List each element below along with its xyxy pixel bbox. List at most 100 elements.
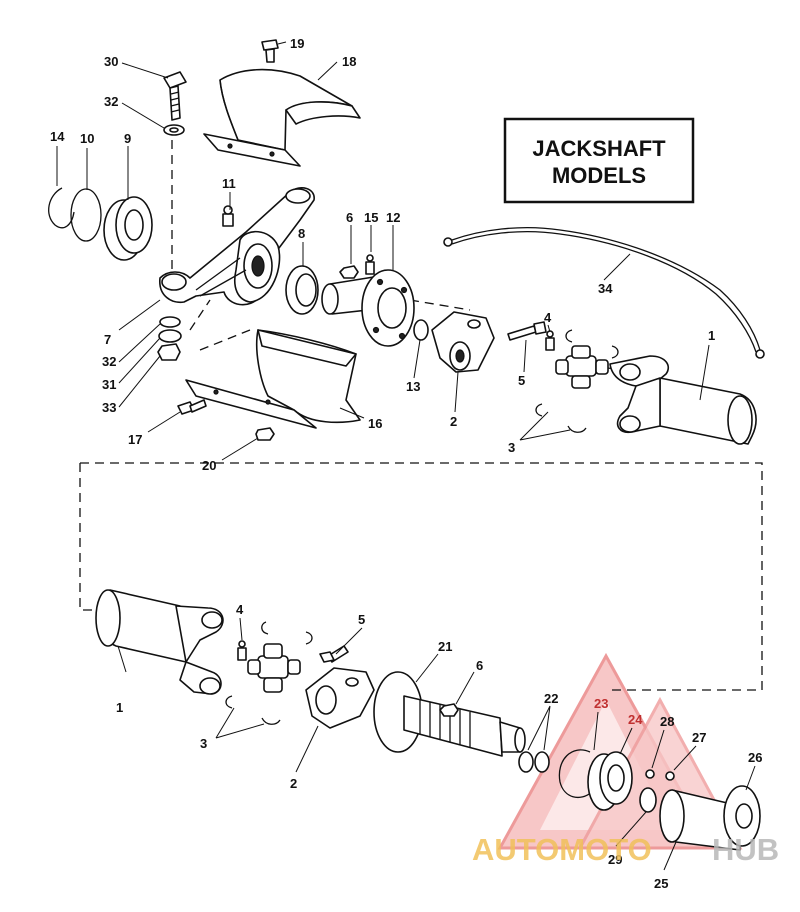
housing-25 [659, 789, 741, 851]
callout-2b: 2 [290, 776, 297, 791]
center-dash-bracket [189, 299, 251, 351]
callout-2a: 2 [450, 414, 457, 429]
callout-29: 29 [608, 852, 622, 867]
clip-3a4 [567, 425, 587, 433]
callout-11: 11 [222, 176, 236, 191]
callout-32a: 32 [104, 94, 118, 109]
callout-23: 23 [594, 696, 608, 711]
ujoint-3b [247, 643, 301, 693]
callout-4b: 4 [236, 602, 244, 617]
ujoint-3a [555, 345, 609, 389]
clip-3a3 [535, 403, 543, 417]
callout-labels: 30 19 18 32 14 10 9 11 6 15 12 8 34 4 1 … [50, 36, 762, 891]
connection-dash-left [79, 463, 110, 611]
callout-8: 8 [298, 226, 305, 241]
callout-16: 16 [368, 416, 382, 431]
callout-28: 28 [660, 714, 674, 729]
bolt-17 [177, 399, 207, 415]
title-box: JACKSHAFT MODELS [503, 117, 695, 204]
bearing-9 [103, 196, 153, 261]
callout-27: 27 [692, 730, 706, 745]
callout-34: 34 [598, 281, 613, 296]
washer-31 [158, 329, 182, 343]
callout-30: 30 [104, 54, 118, 69]
callout-5a: 5 [518, 373, 525, 388]
fitting-4a [545, 330, 555, 351]
watermark-text: AUTOMOTO HUB [472, 832, 779, 867]
oring-22a [518, 751, 534, 773]
bearing-24 [587, 751, 633, 811]
callout-19: 19 [290, 36, 304, 51]
clip-3b1 [261, 621, 269, 635]
callout-17: 17 [128, 432, 142, 447]
title-line-2: MODELS [552, 163, 646, 188]
callout-31: 31 [102, 377, 116, 392]
snap-ring-23 [558, 749, 593, 799]
callout-22: 22 [544, 691, 558, 706]
snap-ring-10 [70, 188, 102, 242]
clip-3a2 [611, 345, 619, 359]
callout-21: 21 [438, 639, 452, 654]
clip-3a1 [565, 329, 573, 343]
callout-14: 14 [50, 129, 65, 144]
part-27 [665, 771, 675, 781]
bolt-30 [163, 71, 187, 121]
housing-7 [159, 187, 315, 306]
fitting-4b [237, 640, 247, 661]
callout-1b: 1 [116, 700, 123, 715]
callout-9: 9 [124, 131, 131, 146]
nut-20 [255, 427, 275, 441]
callout-20: 20 [202, 458, 216, 473]
leader-lines [56, 41, 756, 871]
callout-10: 10 [80, 131, 94, 146]
nut-33 [157, 343, 181, 361]
yoke-2a [431, 311, 495, 373]
callout-6b: 6 [476, 658, 483, 673]
watermark-hub: HUB [712, 832, 779, 867]
callout-32b: 32 [102, 354, 116, 369]
oring-13 [413, 319, 429, 341]
fitting-15 [365, 254, 375, 275]
yoke-2b [305, 667, 375, 729]
callout-15: 15 [364, 210, 378, 225]
hub-12 [321, 269, 415, 347]
callout-3a: 3 [508, 440, 515, 455]
callout-7: 7 [104, 332, 111, 347]
seal-8 [285, 265, 319, 315]
washer-32b [159, 316, 181, 328]
callout-18: 18 [342, 54, 356, 69]
callout-33: 33 [102, 400, 116, 415]
bolt-5b [319, 645, 349, 663]
driveshaft-1b [95, 589, 224, 695]
callout-1a: 1 [708, 328, 715, 343]
nut-6a [339, 265, 359, 279]
watermark-automoto: AUTOMOTO [472, 832, 652, 867]
callout-24: 24 [628, 712, 643, 727]
driveshaft-1a [609, 355, 757, 445]
callout-25: 25 [654, 876, 668, 891]
callout-4a: 4 [544, 310, 552, 325]
bolt-19 [261, 39, 279, 63]
clip-3b2 [305, 631, 313, 645]
bolt-5a [507, 321, 547, 341]
ring-29 [639, 787, 657, 813]
callout-6a: 6 [346, 210, 353, 225]
grease-fitting-11 [222, 205, 234, 227]
clip-3b4 [261, 717, 281, 725]
connection-dash-outer [80, 462, 763, 691]
callout-13: 13 [406, 379, 420, 394]
clip-3b3 [225, 695, 233, 709]
callout-26: 26 [748, 750, 762, 765]
shell-16 [185, 329, 361, 429]
oring-22b [534, 751, 550, 773]
flange-26 [723, 785, 761, 847]
shaft-21 [373, 671, 526, 757]
nut-6b [439, 703, 459, 717]
cable-34 [443, 226, 765, 359]
callout-3b: 3 [200, 736, 207, 751]
part-28 [645, 769, 655, 779]
title-line-1: JACKSHAFT [532, 136, 666, 161]
callout-12: 12 [386, 210, 400, 225]
